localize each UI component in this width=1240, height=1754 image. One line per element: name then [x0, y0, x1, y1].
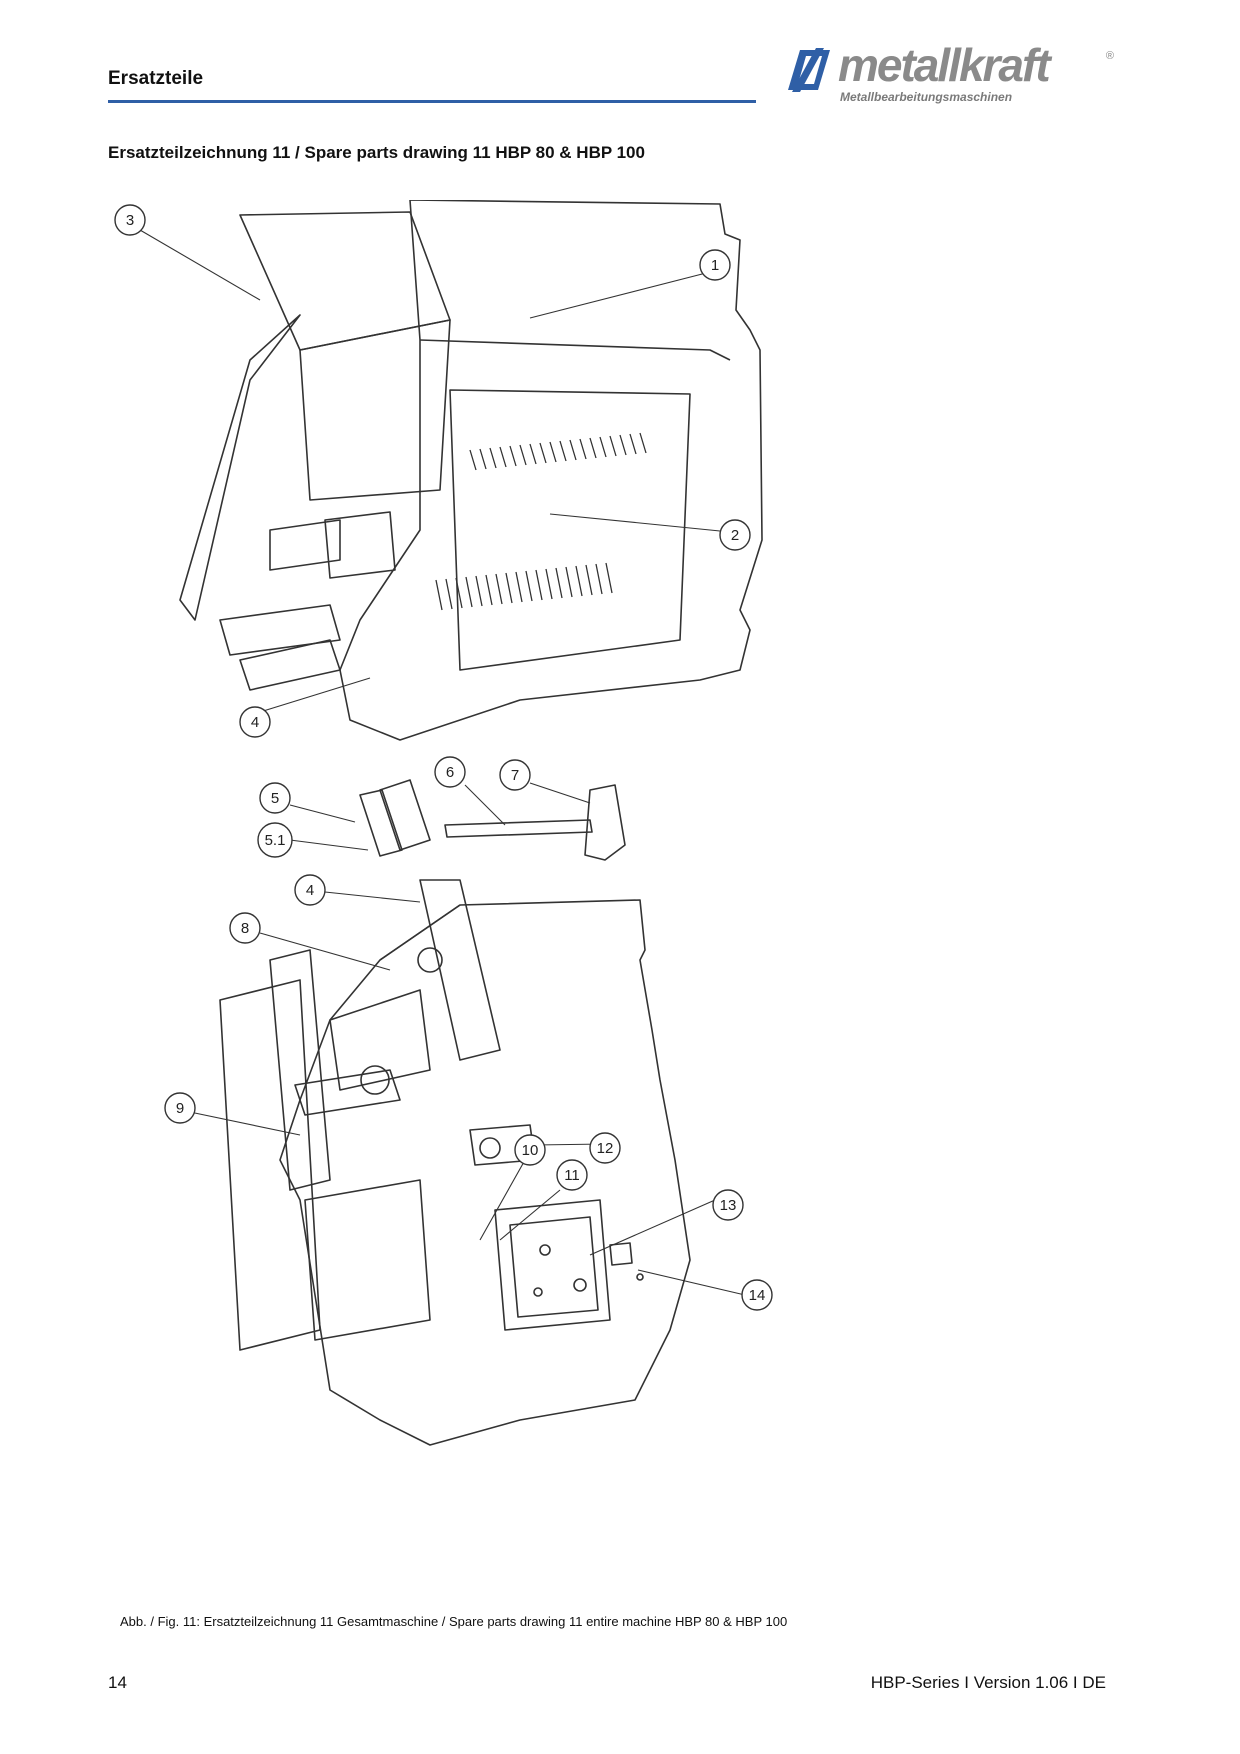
callout-bubble: 4	[239, 706, 271, 738]
callout-label: 9	[176, 1100, 184, 1117]
document-version: HBP-Series I Version 1.06 I DE	[870, 1673, 1106, 1692]
callout-label: 8	[241, 920, 249, 937]
callout-label: 7	[511, 767, 519, 784]
upper-assembly	[179, 199, 763, 741]
callout-bubble: 11	[556, 1159, 588, 1191]
callout-bubble: 5	[259, 782, 291, 814]
header-rule	[108, 100, 756, 103]
callout-bubble: 8	[229, 912, 261, 944]
callout-label: 2	[731, 527, 739, 544]
brand-tagline: Metallbearbeitungsmaschinen	[840, 90, 1013, 104]
brand-registered: ®	[1105, 50, 1114, 62]
callout-bubble: 5.1	[257, 822, 293, 858]
callout-label: 6	[446, 764, 454, 781]
callout-label: 4	[251, 714, 259, 731]
page-number: 14	[108, 1673, 127, 1692]
logo-mark-icon	[788, 48, 830, 92]
section-title: Ersatzteile	[108, 68, 204, 89]
callout-bubble: 7	[499, 759, 531, 791]
callout-bubble: 1	[699, 249, 731, 281]
foot-pedal-parts	[359, 779, 626, 861]
callout-label: 14	[749, 1287, 766, 1304]
lower-assembly	[219, 879, 691, 1446]
callout-bubble: 3	[114, 204, 146, 236]
callout-bubble: 6	[434, 756, 466, 788]
figure-caption: Abb. / Fig. 11: Ersatzteilzeichnung 11 G…	[120, 1614, 788, 1629]
callout-label: 5	[271, 790, 279, 807]
callout-bubble: 9	[164, 1092, 196, 1124]
callout-label: 11	[564, 1167, 580, 1184]
callout-bubble: 14	[741, 1279, 773, 1311]
drawing-title: Ersatzteilzeichnung 11 / Spare parts dra…	[108, 143, 645, 162]
callout-bubble: 12	[589, 1132, 621, 1164]
callout-bubble: 4	[294, 874, 326, 906]
callout-label: 4	[306, 882, 314, 899]
spare-parts-drawing: 3 1 2 4 5 5.1	[100, 199, 900, 1610]
callout-label: 10	[522, 1142, 539, 1159]
callout-bubble: 10	[514, 1134, 546, 1166]
callout-label: 3	[126, 212, 134, 229]
callout-label: 12	[597, 1140, 614, 1157]
callout-label: 5.1	[265, 832, 286, 849]
callout-bubbles: 3 1 2 4 5 5.1	[114, 204, 773, 1311]
brand-logo: metallkraft ® Metallbearbeitungsmaschine…	[786, 39, 1116, 108]
callout-label: 13	[720, 1197, 737, 1214]
upper-vent-slots	[435, 432, 647, 611]
exploded-view-svg: 3 1 2 4 5 5.1	[114, 199, 773, 1446]
callout-label: 1	[711, 257, 719, 274]
callout-bubble: 2	[719, 519, 751, 551]
brand-name: metallkraft	[838, 39, 1051, 91]
callout-bubble: 13	[712, 1189, 744, 1221]
